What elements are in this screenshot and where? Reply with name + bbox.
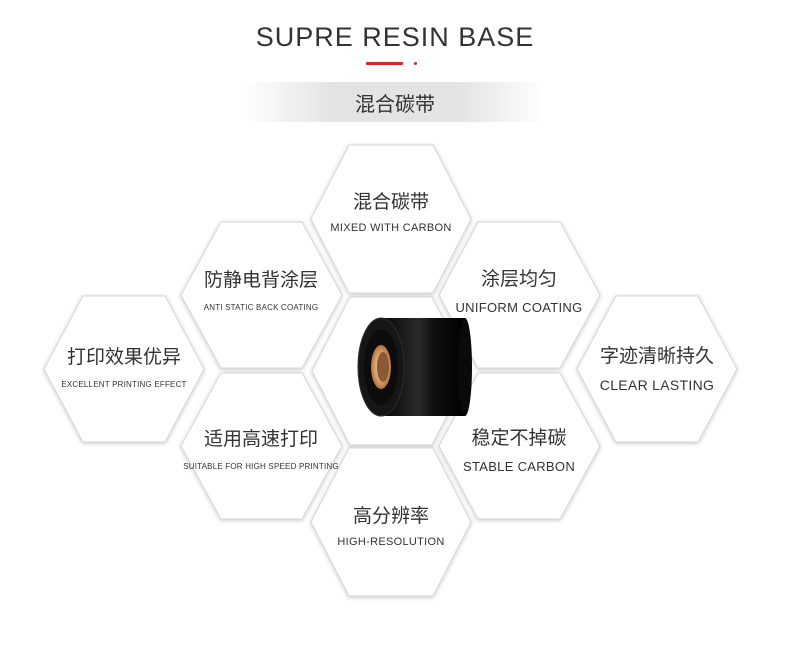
feature-subtitle: UNIFORM COATING xyxy=(455,300,583,315)
hex-stable-carbon xyxy=(438,372,601,520)
page-title: SUPRE RESIN BASE xyxy=(255,22,535,52)
feature-subtitle: EXCELLENT PRINTING EFFECT xyxy=(61,380,187,389)
ribbon-roll-image xyxy=(357,317,472,417)
feature-title: 适用高速打印 xyxy=(203,428,318,450)
feature-subtitle: ANTI STATIC BACK COATING xyxy=(203,303,319,312)
feature-title: 混合碳带 xyxy=(352,191,429,213)
title-accent-dot xyxy=(414,62,417,65)
feature-title: 字迹清晰持久 xyxy=(599,345,714,367)
feature-mixed-carbon: 混合碳带 MIXED WITH CARBON xyxy=(306,190,476,234)
feature-subtitle: STABLE CARBON xyxy=(462,459,576,474)
feature-anti-static: 防静电背涂层 ANTI STATIC BACK COATING xyxy=(176,268,346,312)
feature-high-speed: 适用高速打印 SUITABLE FOR HIGH SPEED PRINTING xyxy=(176,427,346,471)
feature-title: 涂层均匀 xyxy=(480,268,557,290)
feature-title: 稳定不掉碳 xyxy=(471,427,567,449)
feature-title: 防静电背涂层 xyxy=(203,269,318,291)
page-subtitle: 混合碳带 xyxy=(355,92,435,116)
feature-clear-lasting: 字迹清晰持久 CLEAR LASTING xyxy=(572,344,742,393)
title-underline xyxy=(366,62,403,65)
feature-subtitle: HIGH-RESOLUTION xyxy=(337,536,445,548)
feature-subtitle: CLEAR LASTING xyxy=(599,377,715,393)
subtitle-band xyxy=(244,82,546,122)
feature-excellent-printing: 打印效果优异 EXCELLENT PRINTING EFFECT xyxy=(39,345,209,389)
feature-uniform-coating: 涂层均匀 UNIFORM COATING xyxy=(434,267,604,315)
hex-excellent-printing xyxy=(43,295,205,443)
hex-mixed-carbon xyxy=(310,144,472,294)
hex-anti-static xyxy=(180,221,343,369)
feature-subtitle: SUITABLE FOR HIGH SPEED PRINTING xyxy=(183,462,339,471)
feature-high-resolution: 高分辨率 HIGH-RESOLUTION xyxy=(306,504,476,548)
feature-title: 打印效果优异 xyxy=(66,346,181,368)
hex-high-speed xyxy=(180,372,343,520)
hex-clear-lasting xyxy=(576,295,738,443)
feature-stable-carbon: 稳定不掉碳 STABLE CARBON xyxy=(434,426,604,474)
hex-high-resolution xyxy=(310,447,472,597)
hex-uniform-coating xyxy=(438,221,601,369)
feature-subtitle: MIXED WITH CARBON xyxy=(330,222,452,234)
feature-title: 高分辨率 xyxy=(352,505,429,527)
